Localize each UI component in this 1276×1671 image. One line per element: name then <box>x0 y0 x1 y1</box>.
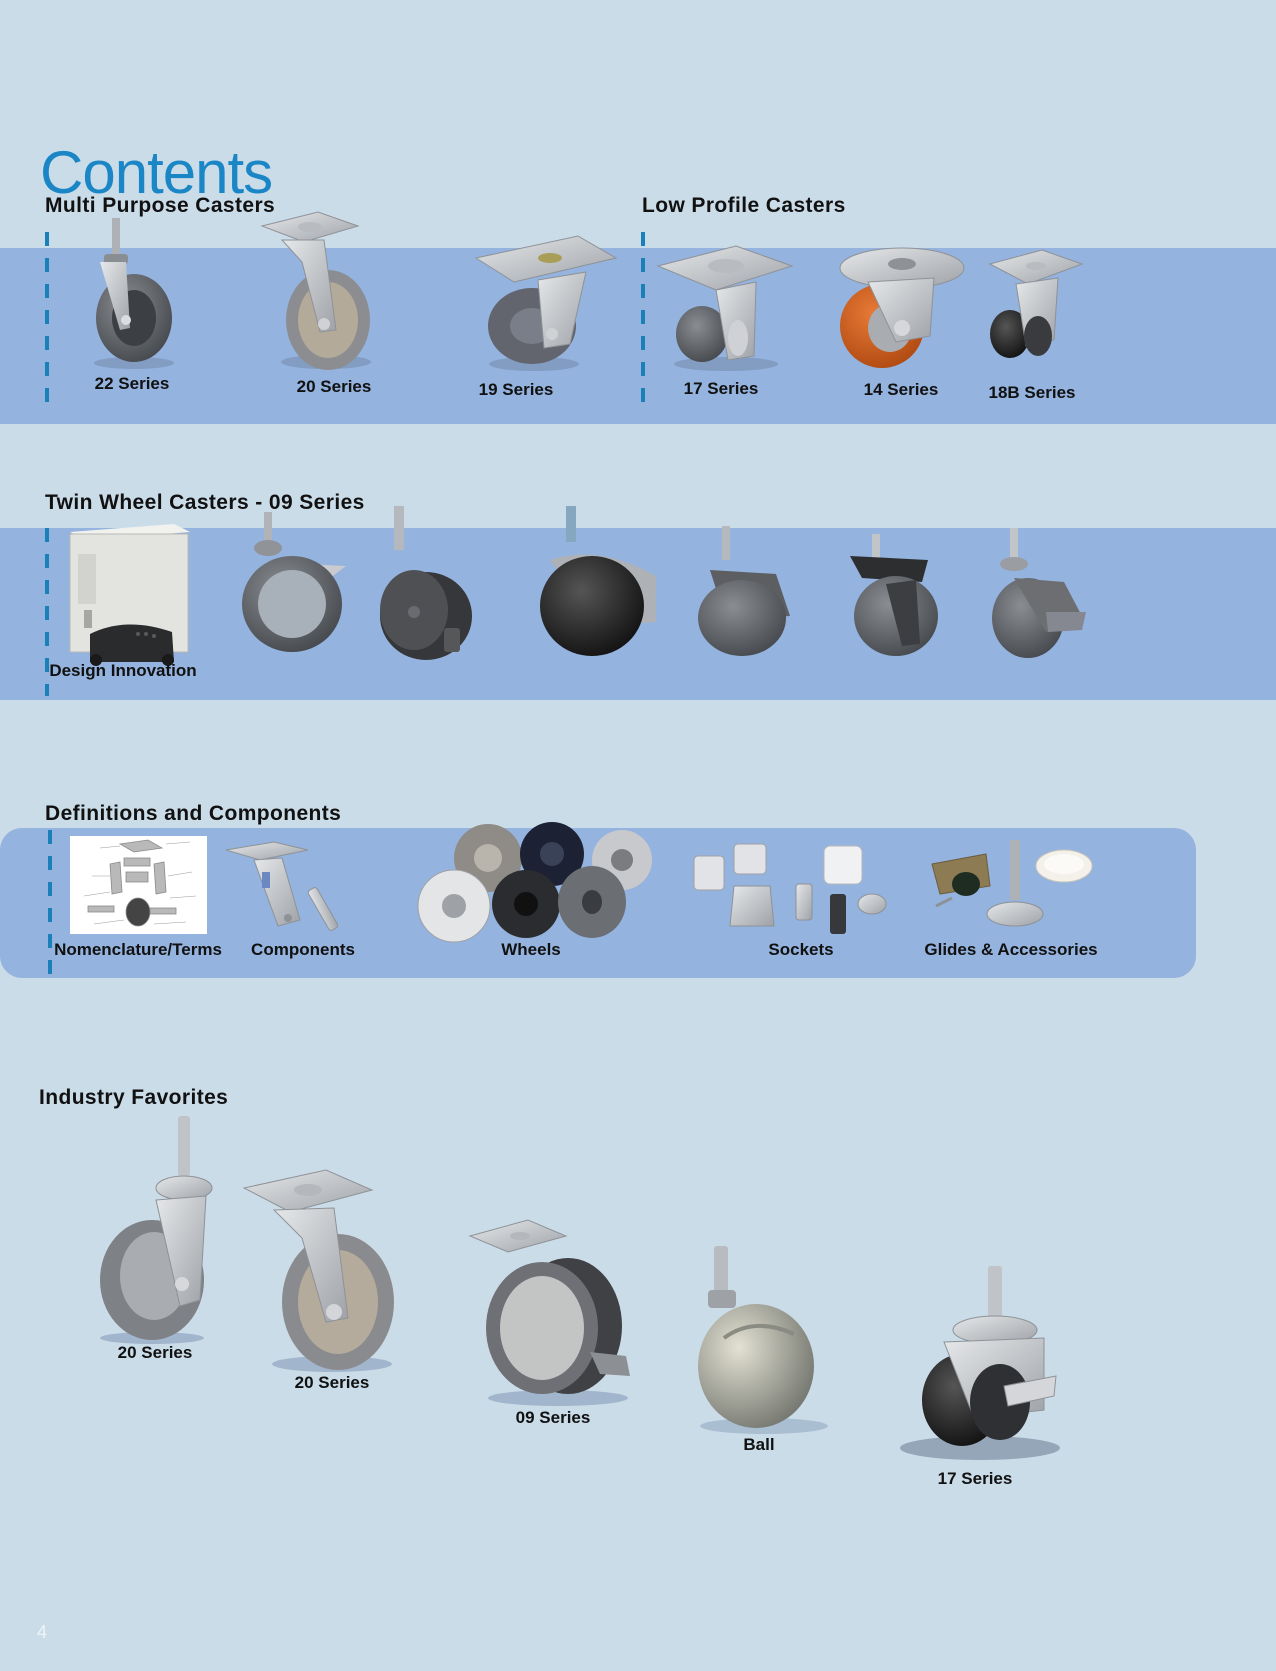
label-20-series: 20 Series <box>296 377 372 396</box>
label-favorite-17-series: 17 Series <box>937 1469 1013 1488</box>
wheels-image <box>417 822 652 943</box>
heading-multi-purpose: Multi Purpose Casters <box>45 194 276 217</box>
label-components: Components <box>251 940 355 959</box>
label-19-series: 19 Series <box>478 380 554 399</box>
heading-twin-wheel: Twin Wheel Casters - 09 Series <box>45 491 365 514</box>
label-sockets: Sockets <box>768 940 834 959</box>
nomenclature-diagram-image <box>70 836 207 934</box>
label-wheels: Wheels <box>501 940 561 959</box>
favorite-ball-caster-image <box>698 1246 828 1434</box>
favorite-20-series-plate-image <box>242 1169 394 1372</box>
caster-19-series-image <box>474 235 618 371</box>
divider-multi-purpose <box>45 232 49 410</box>
page-title: Contents <box>40 139 273 206</box>
twin-caster-image-2 <box>380 506 472 660</box>
label-22-series: 22 Series <box>94 374 170 393</box>
label-17-series: 17 Series <box>683 379 759 398</box>
favorite-09-series-image <box>468 1219 630 1406</box>
divider-definitions <box>48 830 52 974</box>
caster-22-series-image <box>94 218 174 369</box>
label-18b-series: 18B Series <box>988 383 1076 402</box>
twin-caster-image-4 <box>698 526 790 656</box>
caster-18b-series-image <box>988 249 1084 358</box>
favorite-17-series-image <box>900 1266 1060 1460</box>
label-design-innovation: Design Innovation <box>49 661 197 680</box>
divider-low-profile <box>641 232 645 410</box>
twin-caster-image-6 <box>992 528 1086 658</box>
twin-caster-image-3 <box>540 506 656 656</box>
label-glides-accessories: Glides & Accessories <box>924 940 1098 959</box>
label-favorite-ball: Ball <box>743 1435 775 1454</box>
caster-14-series-image <box>839 247 965 368</box>
glides-accessories-image <box>931 840 1093 927</box>
label-favorite-09-series: 09 Series <box>515 1408 591 1427</box>
label-favorite-20-series-1: 20 Series <box>117 1343 193 1362</box>
page-number: 4 <box>37 1622 48 1642</box>
components-image <box>225 841 339 931</box>
divider-twin-wheel <box>45 528 49 696</box>
caster-20-series-image <box>260 211 371 370</box>
label-favorite-20-series-2: 20 Series <box>294 1373 370 1392</box>
heading-low-profile: Low Profile Casters <box>642 194 846 217</box>
heading-industry-favorites: Industry Favorites <box>39 1086 229 1109</box>
label-nomenclature: Nomenclature/Terms <box>54 940 222 959</box>
sockets-image <box>693 843 887 934</box>
design-innovation-image <box>69 524 190 666</box>
twin-caster-image-5 <box>850 534 938 656</box>
twin-caster-image-1 <box>242 512 346 652</box>
heading-definitions: Definitions and Components <box>45 802 342 825</box>
caster-17-series-image <box>656 245 794 371</box>
label-14-series: 14 Series <box>863 380 939 399</box>
favorite-20-series-stem-image <box>100 1116 213 1344</box>
band-multi-purpose <box>0 248 1276 424</box>
